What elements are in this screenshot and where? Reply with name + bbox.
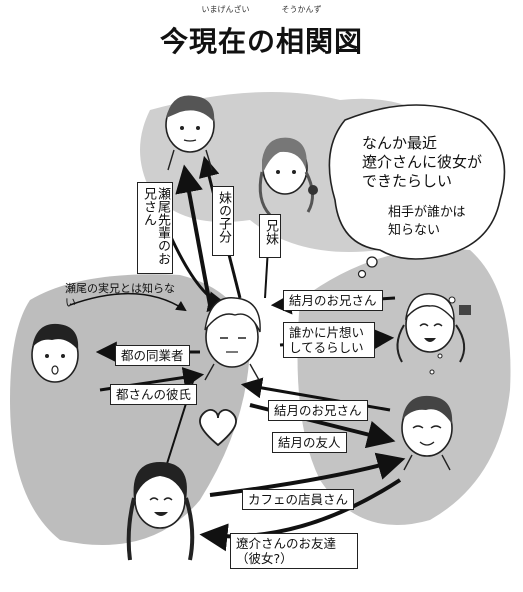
label-colleague: 都の同業者: [115, 345, 190, 366]
label-seo-brother: 瀬尾先輩のお兄さん: [137, 182, 173, 274]
bubble-dot: [429, 369, 435, 375]
title-ruby: いまげんざい そうかんず: [201, 5, 322, 14]
bubble-line-3: できたらしい: [362, 172, 453, 190]
zone-right: [297, 248, 511, 526]
character-right-man-icon: [401, 395, 453, 471]
label-crush: 誰かに片想いしてるらしい: [283, 322, 375, 358]
hair-ribbon-icon: [308, 185, 318, 195]
bubble-dot: [357, 269, 367, 279]
character-top-man-icon: [165, 95, 215, 171]
diagram-title: 今現在の相関図: [159, 25, 363, 58]
arrow-center-to-top: [175, 164, 212, 306]
character-bottom-woman-icon: [126, 462, 195, 561]
label-cafe-clerk: カフェの店員さん: [242, 489, 355, 510]
arrow-note: [69, 292, 187, 312]
bubble-dot: [448, 296, 456, 304]
character-top-girl-icon: [258, 137, 318, 217]
label-siblings: 兄妹: [259, 214, 281, 258]
speech-bubble: [328, 104, 506, 260]
bubble-inner-1: 相手が誰かは: [388, 205, 466, 220]
bubble-line-1: なんか最近: [362, 134, 438, 152]
label-sister-henchman: 妹の子分: [212, 186, 234, 256]
character-left-man-icon: [31, 323, 79, 383]
character-center-man-icon: [204, 297, 261, 381]
bubble-dot: [366, 256, 378, 268]
character-right-girl-icon: [396, 293, 471, 363]
hair-bow-icon: [459, 305, 471, 315]
heart-icon: [199, 409, 237, 447]
arrow-right-man-to-woman: [199, 478, 402, 552]
side-note: 瀬尾の実兄とは知らない: [65, 282, 175, 309]
label-ryosuke-friend: 遼介さんのお友達（彼女?）: [230, 533, 358, 569]
label-yuzuki-brother-mid: 結月のお兄さん: [268, 400, 368, 421]
bubble-line-2: 遼介さんに彼女が: [362, 153, 483, 171]
bubble-dot: [437, 353, 443, 359]
arrow-woman-to-right-man: [209, 452, 406, 497]
label-yuzuki-friend: 結月の友人: [272, 432, 347, 453]
label-boyfriend: 都さんの彼氏: [110, 384, 198, 405]
bubble-inner-2: 知らない: [388, 223, 441, 238]
label-yuzuki-brother-top: 結月のお兄さん: [283, 290, 383, 311]
